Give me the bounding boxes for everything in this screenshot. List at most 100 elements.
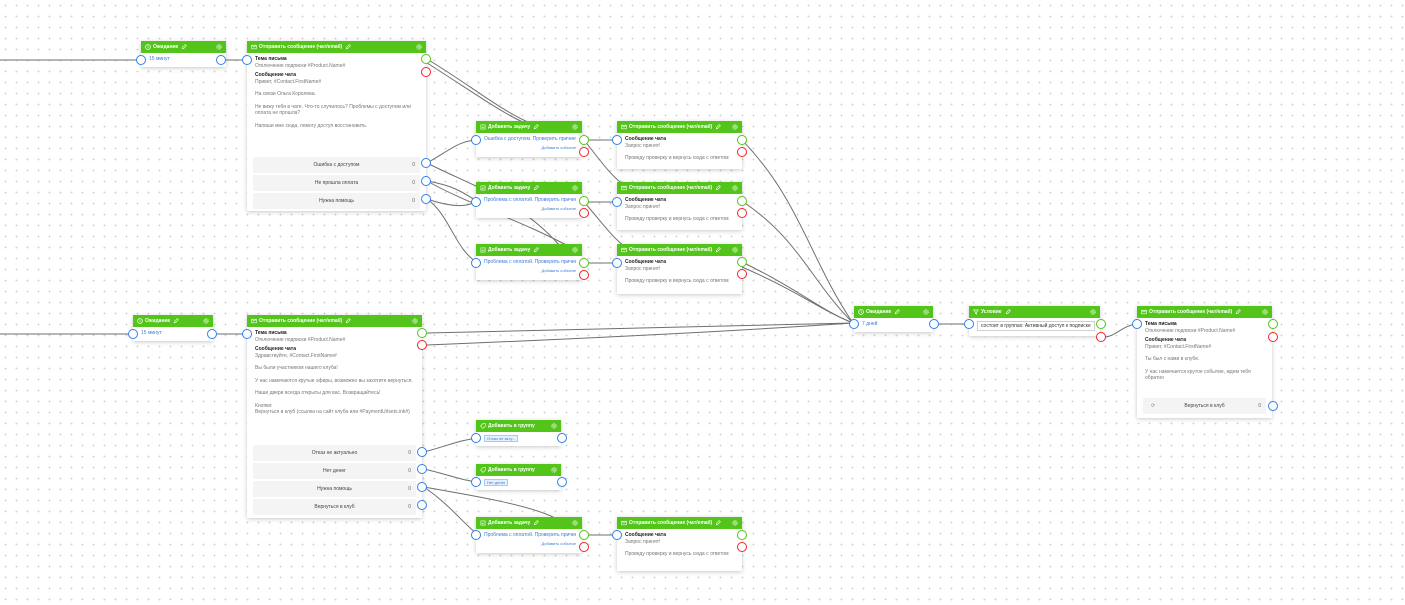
- input-port[interactable]: [612, 197, 622, 207]
- success-port[interactable]: [1096, 319, 1106, 329]
- gear-icon[interactable]: [572, 124, 578, 130]
- input-port[interactable]: [471, 135, 481, 145]
- gear-icon[interactable]: [551, 423, 557, 429]
- success-port[interactable]: [579, 258, 589, 268]
- pencil-icon[interactable]: [715, 520, 721, 526]
- send-message-node-6[interactable]: Отправить сообщение (чат/email) Сообщени…: [617, 244, 742, 294]
- pencil-icon[interactable]: [533, 124, 540, 130]
- output-port[interactable]: [929, 319, 939, 329]
- node-header[interactable]: Ожидание: [133, 315, 213, 327]
- send-message-node-2[interactable]: Отправить сообщение (чат/email) Тема пис…: [247, 315, 422, 518]
- gear-icon[interactable]: [203, 318, 209, 324]
- task-node-3[interactable]: Добавить задачу Проблема с оплатой. Пров…: [476, 244, 582, 280]
- add-event-link[interactable]: Добавить событие: [541, 540, 576, 546]
- gear-icon[interactable]: [572, 185, 578, 191]
- input-port[interactable]: [471, 530, 481, 540]
- node-header[interactable]: Добавить задачу: [476, 182, 582, 194]
- button-port[interactable]: [417, 464, 427, 474]
- input-port[interactable]: [471, 433, 481, 443]
- button-port[interactable]: [1268, 401, 1278, 411]
- input-port[interactable]: [471, 258, 481, 268]
- pencil-icon[interactable]: [533, 185, 540, 191]
- pencil-icon[interactable]: [345, 318, 351, 324]
- pencil-icon[interactable]: [715, 185, 721, 191]
- input-port[interactable]: [471, 477, 481, 487]
- send-message-node-5[interactable]: Отправить сообщение (чат/email) Сообщени…: [617, 182, 742, 230]
- input-port[interactable]: [612, 258, 622, 268]
- gear-icon[interactable]: [412, 318, 418, 324]
- wait-node-1[interactable]: Ожидание 15 минут: [141, 41, 226, 67]
- condition-rule[interactable]: состоит в группах: Активный доступ к под…: [977, 321, 1095, 331]
- node-header[interactable]: Добавить в группу: [476, 420, 561, 432]
- node-header[interactable]: Отправить сообщение (чат/email): [1137, 306, 1272, 318]
- input-port[interactable]: [612, 530, 622, 540]
- success-port[interactable]: [737, 196, 747, 206]
- add-event-link[interactable]: Добавить событие: [541, 205, 576, 211]
- gear-icon[interactable]: [1262, 309, 1268, 315]
- pencil-icon[interactable]: [181, 44, 188, 50]
- gear-icon[interactable]: [732, 185, 738, 191]
- group-node-1[interactable]: Добавить в группу Отказ не акту...: [476, 420, 561, 446]
- send-message-node-7[interactable]: Отправить сообщение (чат/email) Сообщени…: [617, 517, 742, 571]
- input-port[interactable]: [128, 329, 138, 339]
- gear-icon[interactable]: [732, 520, 738, 526]
- send-message-node-3[interactable]: Отправить сообщение (чат/email) Тема пис…: [1137, 306, 1272, 418]
- pencil-icon[interactable]: [533, 520, 540, 526]
- task-node-2[interactable]: Добавить задачу Проблема с оплатой. Пров…: [476, 182, 582, 218]
- error-port[interactable]: [417, 340, 427, 350]
- send-message-node-4[interactable]: Отправить сообщение (чат/email) Сообщени…: [617, 121, 742, 169]
- error-port[interactable]: [737, 542, 747, 552]
- gear-icon[interactable]: [732, 247, 738, 253]
- node-header[interactable]: Добавить задачу: [476, 517, 582, 529]
- pencil-icon[interactable]: [894, 309, 901, 315]
- button-port[interactable]: [417, 482, 427, 492]
- send-message-node-1[interactable]: Отправить сообщение (чат/email) Тема пис…: [247, 41, 426, 211]
- gear-icon[interactable]: [1090, 309, 1096, 315]
- pencil-icon[interactable]: [345, 44, 351, 50]
- error-port[interactable]: [737, 147, 747, 157]
- success-port[interactable]: [737, 135, 747, 145]
- node-header[interactable]: Ожидание: [141, 41, 226, 53]
- node-header[interactable]: Добавить задачу: [476, 244, 582, 256]
- error-port[interactable]: [579, 208, 589, 218]
- error-port[interactable]: [737, 269, 747, 279]
- node-header[interactable]: Условие: [969, 306, 1100, 318]
- node-header[interactable]: Отправить сообщение (чат/email): [247, 41, 426, 53]
- error-port[interactable]: [1268, 332, 1278, 342]
- input-port[interactable]: [612, 135, 622, 145]
- condition-node[interactable]: Условие состоит в группах: Активный дост…: [969, 306, 1100, 336]
- gear-icon[interactable]: [923, 309, 929, 315]
- task-node-4[interactable]: Добавить задачу Проблема с оплатой. Пров…: [476, 517, 582, 553]
- success-port[interactable]: [421, 54, 431, 64]
- input-port[interactable]: [242, 55, 252, 65]
- task-node-1[interactable]: Добавить задачу Ошибка с доступом. Прове…: [476, 121, 582, 157]
- success-port[interactable]: [737, 530, 747, 540]
- success-port[interactable]: [1268, 319, 1278, 329]
- success-port[interactable]: [737, 257, 747, 267]
- pencil-icon[interactable]: [1005, 309, 1011, 315]
- error-port[interactable]: [737, 208, 747, 218]
- node-header[interactable]: Отправить сообщение (чат/email): [617, 182, 742, 194]
- error-port[interactable]: [421, 67, 431, 77]
- gear-icon[interactable]: [572, 520, 578, 526]
- input-port[interactable]: [471, 197, 481, 207]
- gear-icon[interactable]: [572, 247, 578, 253]
- button-port[interactable]: [417, 500, 427, 510]
- pencil-icon[interactable]: [715, 124, 721, 130]
- node-header[interactable]: Отправить сообщение (чат/email): [617, 121, 742, 133]
- error-port[interactable]: [579, 542, 589, 552]
- success-port[interactable]: [579, 530, 589, 540]
- input-port[interactable]: [849, 319, 859, 329]
- pencil-icon[interactable]: [715, 247, 721, 253]
- success-port[interactable]: [579, 135, 589, 145]
- node-header[interactable]: Отправить сообщение (чат/email): [247, 315, 422, 327]
- node-header[interactable]: Добавить в группу: [476, 464, 561, 476]
- reply-button[interactable]: ⟳ Вернуться в клуб 0: [1143, 398, 1266, 414]
